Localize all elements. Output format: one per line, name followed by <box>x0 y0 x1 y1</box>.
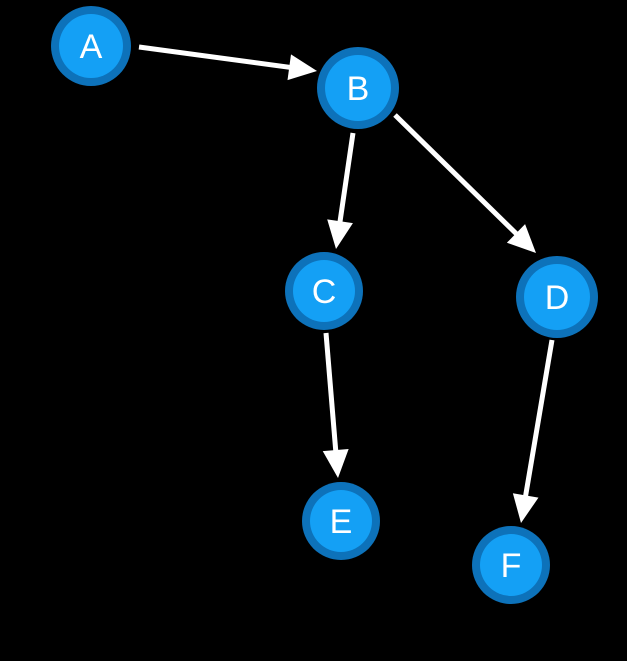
edge-arrowhead-b-c <box>327 219 353 249</box>
node-fill-e <box>310 490 372 552</box>
graph-edge-c-e[interactable] <box>322 332 349 478</box>
node-fill-d <box>524 264 590 330</box>
graph-node-c[interactable]: C <box>285 252 363 330</box>
edge-line-d-f <box>521 339 555 504</box>
graph-node-f[interactable]: F <box>472 526 550 604</box>
graph-node-d[interactable]: D <box>516 256 598 338</box>
graph-edge-a-b[interactable] <box>138 44 317 81</box>
graph-node-b[interactable]: B <box>317 47 399 129</box>
graph-edge-b-c[interactable] <box>327 132 356 249</box>
graph-node-e[interactable]: E <box>302 482 380 560</box>
edge-arrowhead-d-f <box>512 493 539 523</box>
node-fill-b <box>325 55 391 121</box>
graph-edge-d-f[interactable] <box>512 339 555 523</box>
node-fill-a <box>59 14 123 78</box>
nodes-layer: A B C D E F <box>51 6 598 604</box>
edge-line-b-c <box>336 132 356 230</box>
node-fill-f <box>480 534 542 596</box>
edge-line-c-e <box>323 332 339 459</box>
graph-node-a[interactable]: A <box>51 6 131 86</box>
edge-arrowhead-b-d <box>506 224 536 253</box>
graph-edge-b-d[interactable] <box>393 113 536 253</box>
edges-layer <box>138 44 555 523</box>
edge-arrowhead-c-e <box>322 449 349 478</box>
edge-line-a-b <box>138 44 298 71</box>
edge-arrowhead-a-b <box>287 54 317 81</box>
node-fill-c <box>293 260 355 322</box>
edge-line-b-d <box>393 113 524 241</box>
